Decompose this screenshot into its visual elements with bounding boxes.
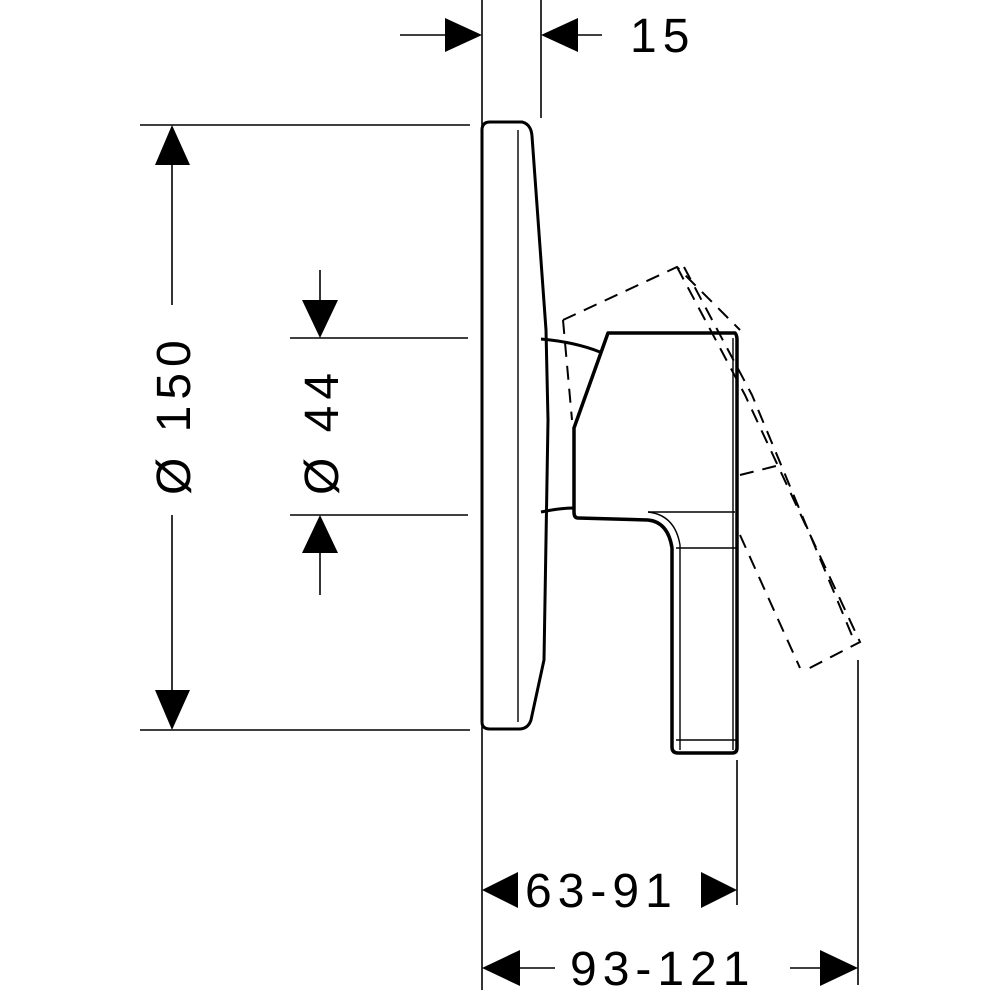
dimension-plate-diameter: Ø 150 bbox=[148, 125, 201, 730]
handle-body bbox=[572, 331, 739, 755]
dim-label-15: 15 bbox=[630, 10, 695, 63]
dim-label-44: Ø 44 bbox=[296, 367, 349, 495]
dim-label-93-121: 93-121 bbox=[570, 943, 755, 996]
dimension-rotated-projection: 93-121 bbox=[482, 943, 858, 996]
dimension-body-diameter: Ø 44 bbox=[296, 270, 349, 595]
dim-label-63-91: 63-91 bbox=[525, 865, 678, 918]
dimension-plate-depth: 15 bbox=[400, 10, 695, 63]
wall-plate bbox=[480, 120, 550, 731]
dim-label-150: Ø 150 bbox=[148, 334, 201, 495]
body-neck bbox=[540, 337, 601, 514]
extension-lines bbox=[140, 0, 859, 990]
dimension-handle-projection: 63-91 bbox=[482, 865, 737, 918]
rotated-lever-outline bbox=[562, 265, 862, 673]
